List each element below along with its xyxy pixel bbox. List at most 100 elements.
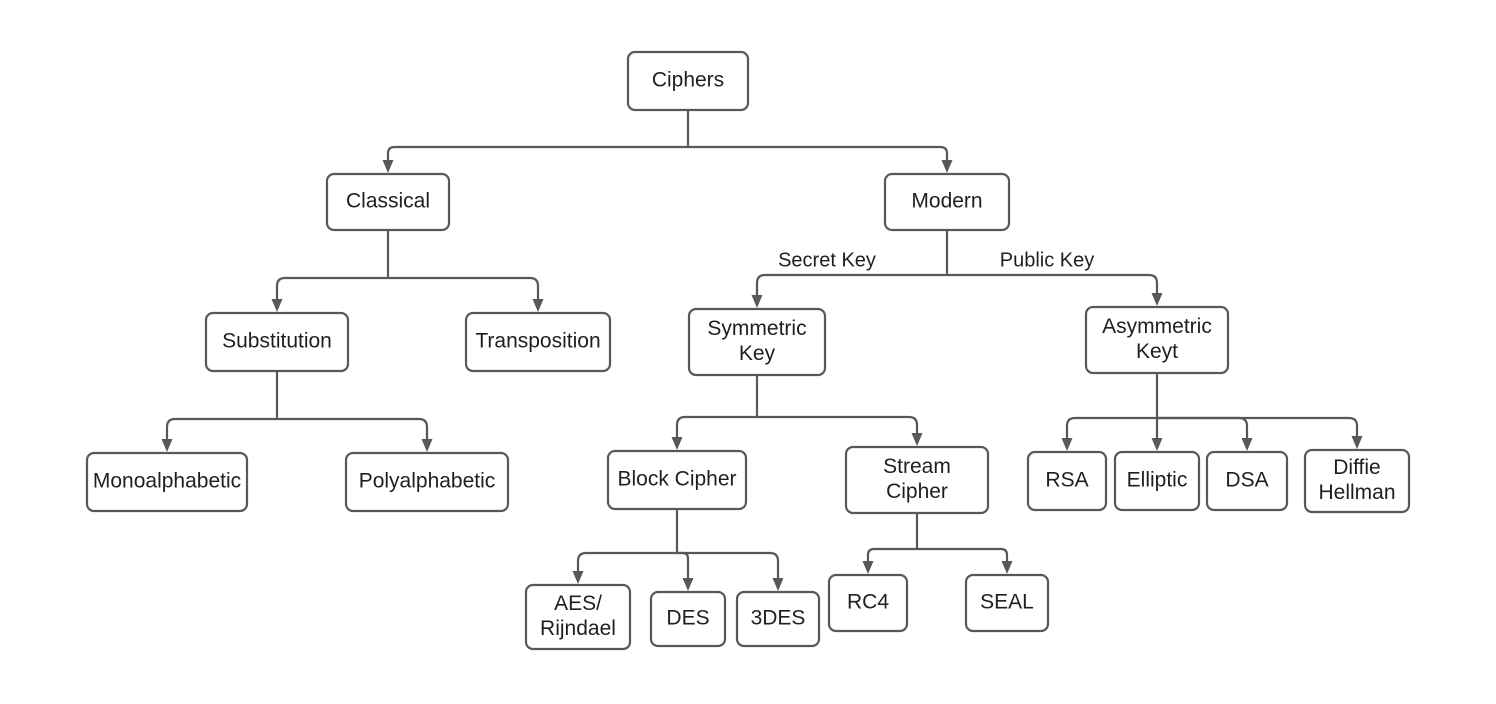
node-label-aes-rijndael: Rijndael bbox=[540, 617, 616, 640]
node-box-diffie-hellman bbox=[1303, 448, 1411, 514]
node-label-asymmetric-key: Asymmetric bbox=[1102, 315, 1212, 338]
edge-symmetric-block bbox=[675, 415, 759, 439]
node-label-classical: Classical bbox=[346, 190, 430, 213]
arrowhead-asymmetric-diffie bbox=[1351, 436, 1363, 449]
node-3des[interactable]: 3DES bbox=[735, 590, 821, 648]
arrowhead-symmetric-stream bbox=[911, 433, 923, 446]
node-transposition[interactable]: Transposition bbox=[464, 311, 612, 373]
node-block-cipher[interactable]: Block Cipher bbox=[606, 449, 748, 511]
arrowhead-ciphers-classical bbox=[382, 160, 394, 173]
edge-block-3des bbox=[675, 551, 780, 580]
node-label-rc4: RC4 bbox=[847, 591, 889, 614]
node-rsa[interactable]: RSA bbox=[1026, 450, 1108, 512]
arrowhead-stream-rc4 bbox=[862, 561, 874, 574]
node-box-des bbox=[649, 590, 727, 648]
node-ciphers[interactable]: Ciphers bbox=[626, 50, 750, 112]
node-monoalphabetic[interactable]: Monoalphabetic bbox=[85, 451, 249, 513]
edge-symmetric-stream bbox=[755, 415, 919, 435]
node-label-polyalphabetic: Polyalphabetic bbox=[359, 470, 496, 493]
edge-stream-rc4 bbox=[866, 547, 919, 563]
edge-asymmetric-diffie bbox=[1155, 416, 1359, 438]
edge-classical-substitution bbox=[275, 276, 390, 301]
node-label-symmetric-key: Key bbox=[739, 342, 776, 365]
arrowhead-block-3des bbox=[772, 578, 784, 591]
node-box-stream-cipher bbox=[844, 445, 990, 515]
node-label-elliptic: Elliptic bbox=[1127, 469, 1188, 492]
node-label-dsa: DSA bbox=[1225, 469, 1268, 492]
node-box-polyalphabetic bbox=[344, 451, 510, 513]
node-box-3des bbox=[735, 590, 821, 648]
node-aes-rijndael[interactable]: AES/Rijndael bbox=[524, 583, 632, 651]
edge-modern-symmetric bbox=[755, 273, 949, 297]
node-box-ciphers bbox=[626, 50, 750, 112]
secret-key-edge-label: Secret Key bbox=[778, 249, 876, 271]
edge-asymmetric-dsa bbox=[1155, 416, 1249, 440]
arrowhead-substitution-mono bbox=[161, 439, 173, 452]
node-box-symmetric-key bbox=[687, 307, 827, 377]
node-box-modern bbox=[883, 172, 1011, 232]
node-box-elliptic bbox=[1113, 450, 1201, 512]
edge-stream-seal bbox=[915, 547, 1009, 563]
node-box-asymmetric-key bbox=[1084, 305, 1230, 375]
node-box-aes-rijndael bbox=[524, 583, 632, 651]
node-modern[interactable]: Modern bbox=[883, 172, 1011, 232]
public-key-edge-label: Public Key bbox=[1000, 249, 1095, 271]
node-label-aes-rijndael: AES/ bbox=[554, 592, 602, 615]
node-label-stream-cipher: Cipher bbox=[886, 480, 948, 503]
node-label-ciphers: Ciphers bbox=[652, 69, 724, 92]
edge-modern-asymmetric bbox=[945, 273, 1159, 295]
edge-block-aes bbox=[576, 551, 679, 573]
node-label-modern: Modern bbox=[911, 190, 982, 213]
node-label-substitution: Substitution bbox=[222, 330, 332, 353]
node-box-rc4 bbox=[827, 573, 909, 633]
arrowhead-asymmetric-rsa bbox=[1061, 438, 1073, 451]
edge-ciphers-modern bbox=[686, 145, 949, 162]
node-label-rsa: RSA bbox=[1045, 469, 1088, 492]
arrowhead-stream-seal bbox=[1001, 561, 1013, 574]
node-box-dsa bbox=[1205, 450, 1289, 512]
node-seal[interactable]: SEAL bbox=[964, 573, 1050, 633]
node-box-classical bbox=[325, 172, 451, 232]
arrowhead-modern-symmetric bbox=[751, 295, 763, 308]
node-label-symmetric-key: Symmetric bbox=[707, 317, 806, 340]
node-label-asymmetric-key: Keyt bbox=[1136, 340, 1178, 363]
node-label-diffie-hellman: Hellman bbox=[1318, 481, 1395, 504]
node-box-seal bbox=[964, 573, 1050, 633]
node-label-3des: 3DES bbox=[751, 607, 806, 630]
node-label-block-cipher: Block Cipher bbox=[617, 468, 736, 491]
node-elliptic[interactable]: Elliptic bbox=[1113, 450, 1201, 512]
node-classical[interactable]: Classical bbox=[325, 172, 451, 232]
node-box-substitution bbox=[204, 311, 350, 373]
arrowhead-modern-asymmetric bbox=[1151, 293, 1163, 306]
node-box-block-cipher bbox=[606, 449, 748, 511]
node-label-stream-cipher: Stream bbox=[883, 455, 951, 478]
arrowhead-classical-transposition bbox=[532, 299, 544, 312]
node-box-monoalphabetic bbox=[85, 451, 249, 513]
edge-substitution-poly bbox=[275, 417, 429, 441]
edge-ciphers-classical bbox=[386, 145, 690, 162]
node-rc4[interactable]: RC4 bbox=[827, 573, 909, 633]
node-substitution[interactable]: Substitution bbox=[204, 311, 350, 373]
arrowhead-classical-substitution bbox=[271, 299, 283, 312]
node-des[interactable]: DES bbox=[649, 590, 727, 648]
arrowhead-block-aes bbox=[572, 571, 584, 584]
edges-layer bbox=[161, 108, 1363, 591]
arrowhead-asymmetric-elliptic bbox=[1151, 438, 1163, 451]
arrowhead-ciphers-modern bbox=[941, 160, 953, 173]
arrowhead-symmetric-block bbox=[671, 437, 683, 450]
arrowhead-substitution-poly bbox=[421, 439, 433, 452]
node-polyalphabetic[interactable]: Polyalphabetic bbox=[344, 451, 510, 513]
node-dsa[interactable]: DSA bbox=[1205, 450, 1289, 512]
node-label-monoalphabetic: Monoalphabetic bbox=[93, 470, 241, 493]
edge-asymmetric-rsa bbox=[1065, 416, 1159, 440]
node-label-diffie-hellman: Diffie bbox=[1333, 456, 1380, 479]
node-box-rsa bbox=[1026, 450, 1108, 512]
node-label-des: DES bbox=[666, 607, 709, 630]
